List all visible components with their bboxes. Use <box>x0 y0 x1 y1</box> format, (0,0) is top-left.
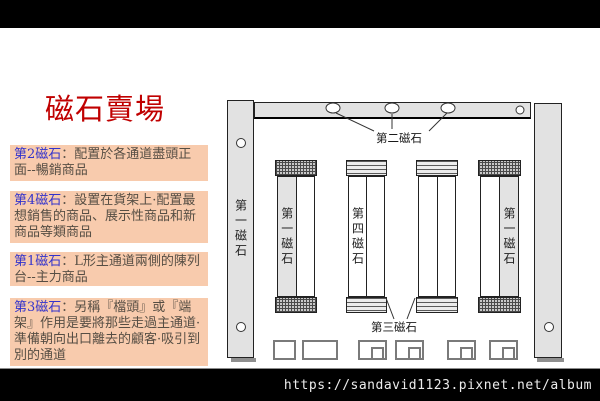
note-card-magnet2: 第2磁石：配置於各通道盡頭正面--暢銷商品 <box>10 145 208 181</box>
note-label: 第4磁石 <box>14 193 62 208</box>
slide-content: 磁石賣場 第2磁石：配置於各通道盡頭正面--暢銷商品 第4磁石：設置在貨架上·配… <box>0 28 600 369</box>
top-letterbox-bar <box>0 0 600 28</box>
note-text: ：設置在貨架上·配置最想銷售的商品、展示性商品和新商品等類商品 <box>14 193 197 240</box>
page-title: 磁石賣場 <box>45 92 166 126</box>
note-text: ：另稱『檔頭』或『端架』作用是要將那些走過主通道·準備朝向出口離去的顧客·吸引到… <box>14 300 201 363</box>
note-card-magnet3: 第3磁石：另稱『檔頭』或『端架』作用是要將那些走過主通道·準備朝向出口離去的顧客… <box>10 298 208 366</box>
note-label: 第1磁石 <box>14 254 62 269</box>
note-text: ：L形主通道兩側的陳列台--主力商品 <box>14 254 200 285</box>
bottom-letterbox-bar: https://sandavid1123.pixnet.net/album <box>0 369 600 401</box>
note-text: ：配置於各通道盡頭正面--暢銷商品 <box>14 147 192 178</box>
url-watermark: https://sandavid1123.pixnet.net/album <box>283 377 592 393</box>
note-card-magnet4: 第4磁石：設置在貨架上·配置最想銷售的商品、展示性商品和新商品等類商品 <box>10 191 208 243</box>
note-card-magnet1: 第1磁石：L形主通道兩側的陳列台--主力商品 <box>10 252 208 286</box>
note-label: 第3磁石 <box>14 300 62 315</box>
note-label: 第2磁石 <box>14 147 62 162</box>
